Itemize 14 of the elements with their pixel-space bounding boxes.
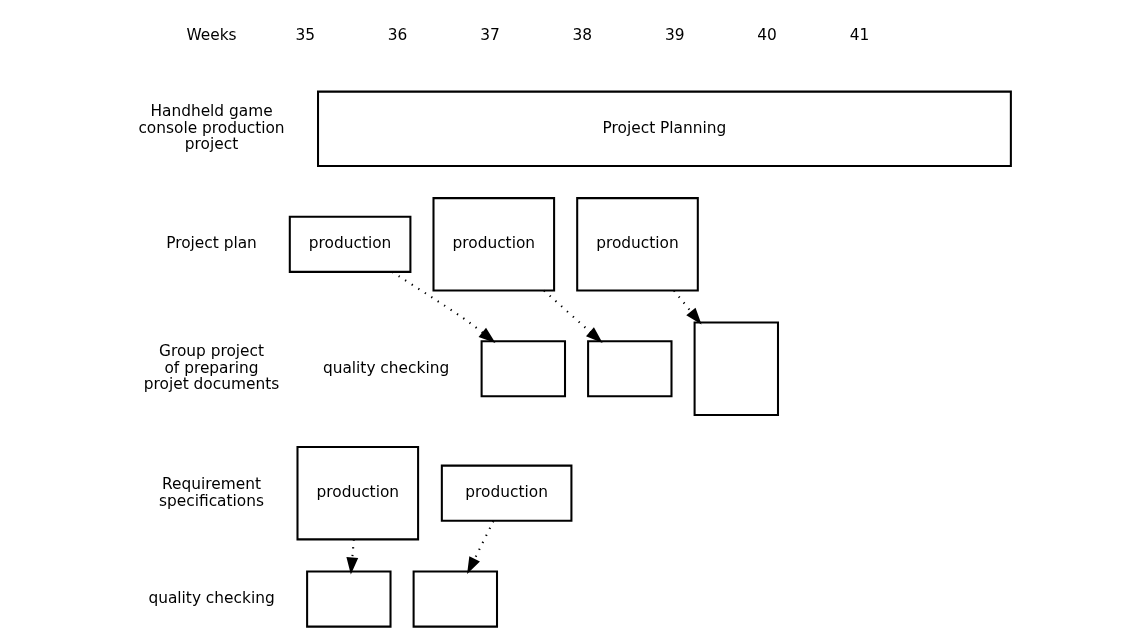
- label: Weeks: [186, 26, 237, 45]
- label: 36: [387, 26, 408, 45]
- label: 40: [757, 26, 777, 45]
- label: Handheld game console production project: [138, 102, 285, 154]
- label: quality checking: [322, 358, 450, 377]
- label: quality checking: [148, 589, 275, 608]
- label: Group project of preparing projet documents: [143, 342, 280, 394]
- label: Project plan: [166, 234, 257, 253]
- label: 38: [572, 26, 593, 45]
- label: 41: [849, 26, 870, 45]
- label: Requirement specifications: [159, 474, 265, 510]
- label: 39: [664, 26, 685, 45]
- label: 35: [295, 26, 315, 45]
- label: 37: [480, 26, 500, 45]
